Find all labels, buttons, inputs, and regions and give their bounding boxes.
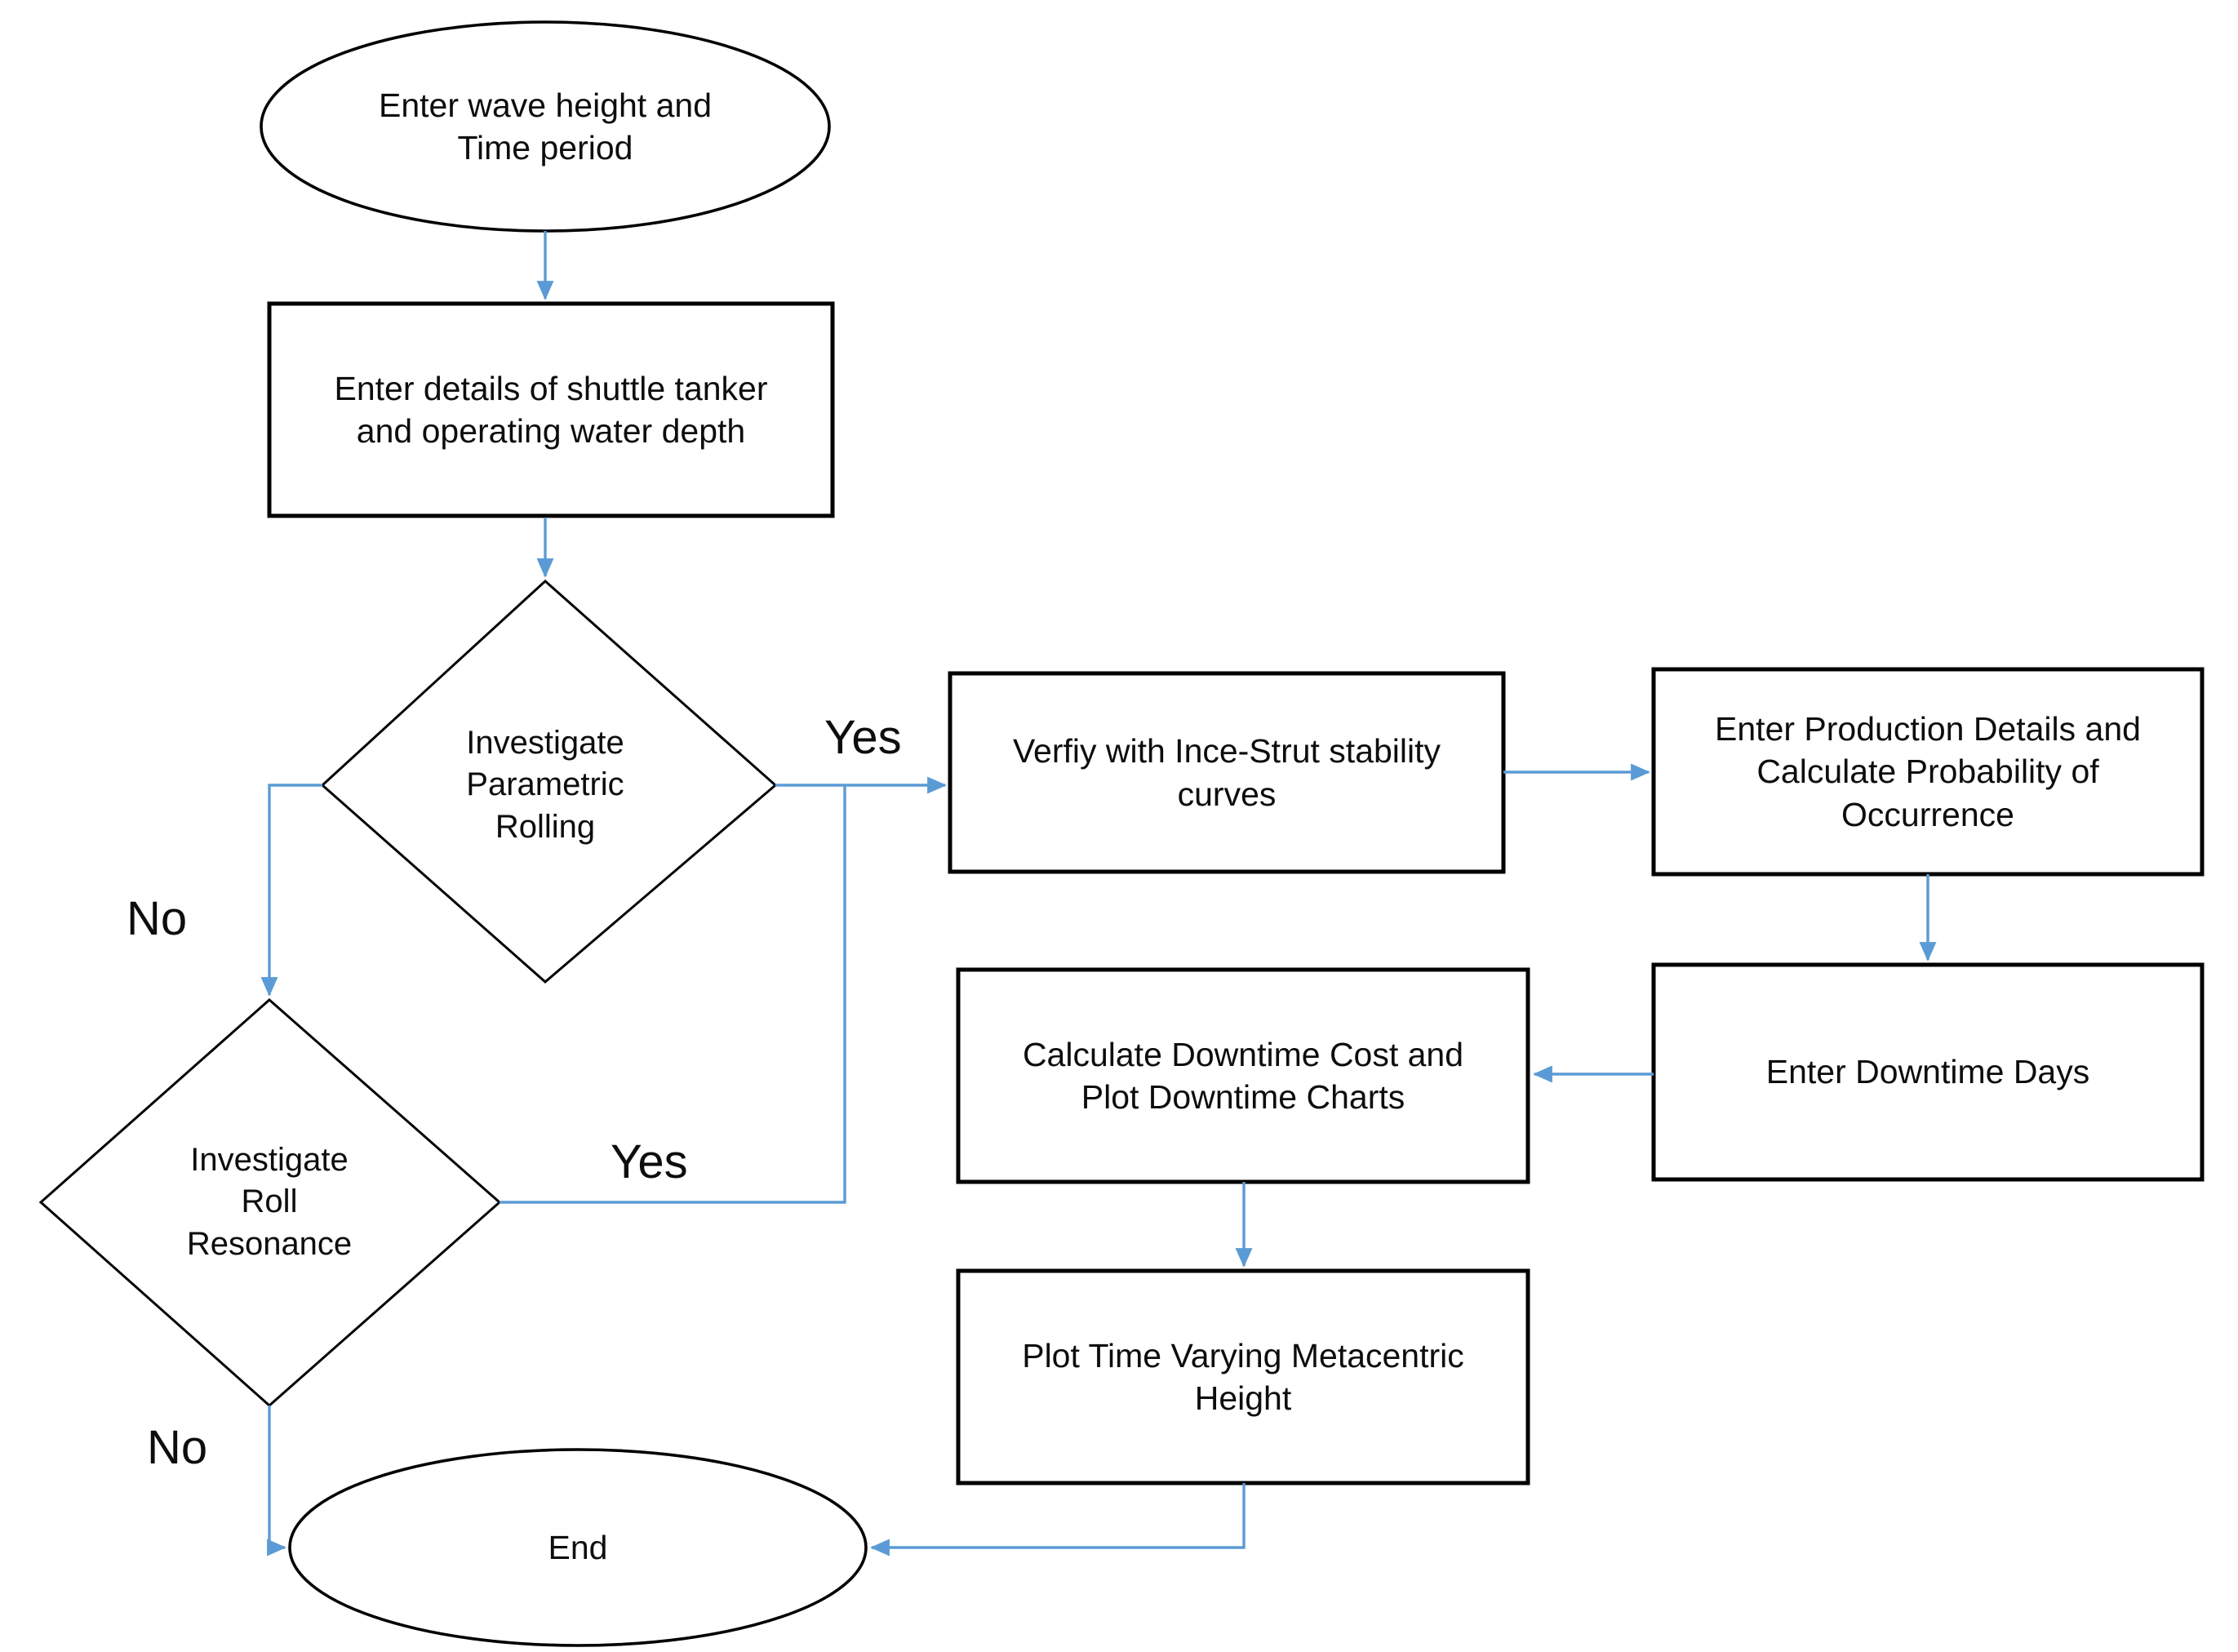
node-downtime-days[interactable] xyxy=(1651,962,2205,1182)
edge-label-roll-yes: Yes xyxy=(611,1135,688,1188)
node-roll-resonance[interactable] xyxy=(38,997,502,1408)
node-downtime-cost[interactable] xyxy=(956,967,1530,1184)
edge-roll-no-to-end xyxy=(267,1406,286,1557)
edge-label-param-no: No xyxy=(127,892,188,945)
node-inputs[interactable] xyxy=(267,301,835,518)
edge-label-roll-no: No xyxy=(147,1421,208,1474)
node-end[interactable] xyxy=(288,1448,868,1647)
node-param-rolling[interactable] xyxy=(320,579,778,984)
edge-label-param-yes: Yes xyxy=(824,711,902,764)
node-start[interactable] xyxy=(260,20,831,233)
edge-param-no-to-roll xyxy=(260,784,322,997)
edge-plot-gm-to-end xyxy=(870,1483,1246,1557)
edge-roll-yes-to-verify xyxy=(500,785,846,1204)
node-plot-gm[interactable] xyxy=(956,1268,1530,1485)
node-production[interactable] xyxy=(1651,667,2205,877)
node-verify-ince[interactable] xyxy=(948,671,1506,874)
